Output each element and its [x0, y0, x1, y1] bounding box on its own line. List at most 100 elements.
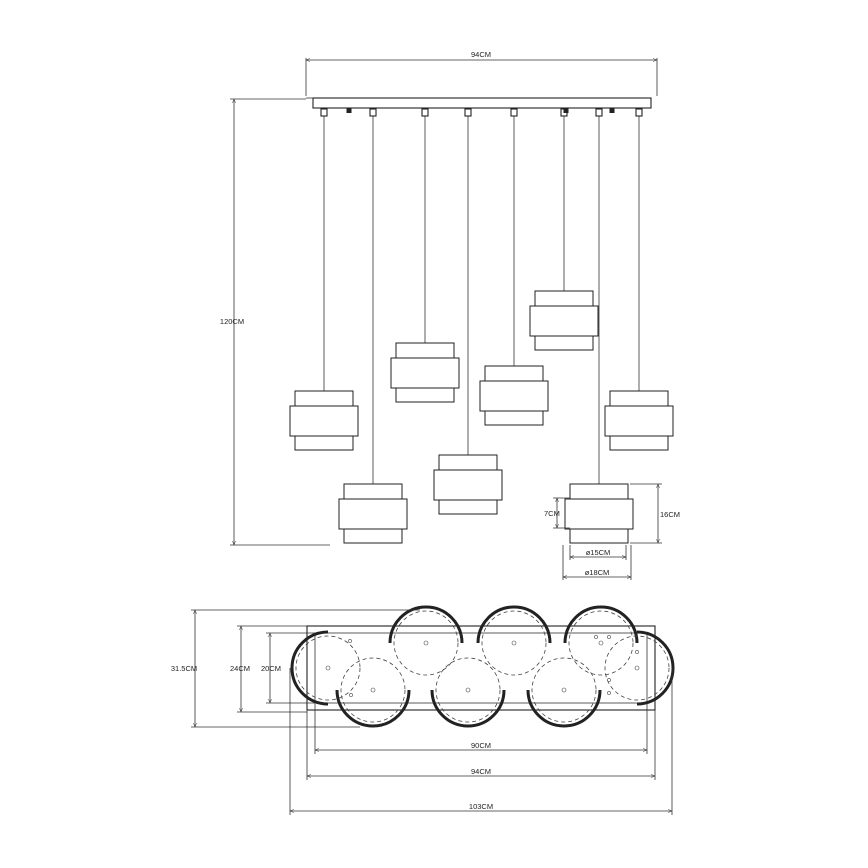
plan-canopy-inner: [314, 632, 648, 704]
shade-outline: [393, 610, 459, 676]
outer-diameter-label: ø18CM: [585, 568, 610, 577]
cable-point: [561, 687, 567, 693]
shade-outer-ring: [388, 605, 464, 644]
cable-point: [598, 640, 604, 646]
shade-bottom-band: [609, 435, 669, 451]
cable-clamp: [635, 108, 643, 117]
shade-top-band: [438, 454, 498, 471]
pendant-lamp: [604, 108, 674, 451]
plan-depth-total-label: 31.5CM: [171, 664, 197, 673]
pendant-lamp: [433, 108, 503, 515]
shade-outer-ring: [563, 605, 639, 644]
canopy-width-label: 94CM: [471, 50, 491, 59]
shade-bottom-band: [343, 528, 403, 544]
shade-outer-ring: [430, 689, 506, 728]
canopy-connector: [563, 108, 569, 113]
shade-bottom-band: [294, 435, 354, 451]
total-height-dimension: 120CM: [220, 98, 330, 546]
total-height-label: 120CM: [220, 317, 244, 326]
shade-top-band: [569, 483, 629, 500]
shade-top-band: [609, 390, 669, 407]
cable-clamp: [510, 108, 518, 117]
shade-outer-ring: [636, 630, 675, 706]
plan-shade: [388, 605, 464, 676]
canopy-connector: [609, 108, 615, 113]
cable-point: [370, 687, 376, 693]
plan-shade: [476, 605, 552, 676]
shade-middle-band: [338, 498, 408, 530]
plan-depth-inner-label: 20CM: [261, 664, 281, 673]
cable-clamp: [464, 108, 472, 117]
plan-shade: [526, 657, 602, 728]
pendant-lamp: [289, 108, 359, 451]
plan-view: 31.5CM 24CM 20CM 90CM 94CM 103CM: [171, 605, 675, 815]
plan-depth-dimensions: 31.5CM 24CM 20CM: [171, 609, 420, 728]
shade-top-band: [343, 483, 403, 500]
cable-point: [325, 665, 331, 671]
shade-bottom-band: [438, 499, 498, 515]
shade-middle-band: [564, 498, 634, 530]
shade-top-band: [294, 390, 354, 407]
cable-clamp: [595, 108, 603, 117]
shade-height-label: 16CM: [660, 510, 680, 519]
cable-point: [465, 687, 471, 693]
cable-point: [423, 640, 429, 646]
shade-top-band: [534, 290, 594, 307]
shade-outline: [435, 657, 501, 723]
plan-width-total-label: 103CM: [469, 802, 493, 811]
plan-width-inner-label: 90CM: [471, 741, 491, 750]
shade-outline: [604, 635, 670, 701]
plan-shade: [430, 657, 506, 728]
fixing-point: [607, 678, 611, 682]
plan-shades: [290, 605, 675, 728]
plan-shade: [335, 657, 411, 728]
fixing-point: [607, 635, 611, 639]
plan-shade: [290, 630, 361, 706]
pendant-lamp: [529, 108, 599, 351]
plan-depth-mid-label: 24CM: [230, 664, 250, 673]
plan-canopy-outer: [306, 625, 656, 711]
plan-shade: [563, 605, 639, 676]
pendant-lamp: [390, 108, 460, 403]
pendant-lamps: [289, 108, 674, 544]
shade-top-band: [395, 342, 455, 359]
shade-outer-ring: [476, 605, 552, 644]
elevation-view: 94CM 120CM 16CM 7CM: [220, 50, 680, 580]
cable-clamp: [369, 108, 377, 117]
shade-bottom-band: [569, 528, 629, 544]
shade-middle-band: [604, 405, 674, 437]
cable-point: [634, 665, 640, 671]
shade-middle-band: [390, 357, 460, 389]
shade-middle-band: [433, 469, 503, 501]
shade-outer-ring: [526, 689, 602, 728]
inner-diameter-label: ø15CM: [586, 548, 611, 557]
fixing-point: [348, 639, 352, 643]
fixing-point: [349, 693, 353, 697]
cable-point: [511, 640, 517, 646]
shade-middle-band: [289, 405, 359, 437]
shade-outline: [340, 657, 406, 723]
shade-band-label: 7CM: [544, 509, 560, 518]
shade-bottom-band: [534, 335, 594, 351]
fixing-point: [635, 650, 639, 654]
canopy-connector: [346, 108, 352, 113]
shade-bottom-band: [484, 410, 544, 426]
shade-outer-ring: [290, 630, 329, 706]
shade-middle-band: [479, 380, 549, 412]
plan-width-canopy-label: 94CM: [471, 767, 491, 776]
pendant-lamp: [564, 108, 634, 544]
fixing-point: [594, 635, 598, 639]
shade-dimensions: 16CM 7CM ø15CM ø18CM: [544, 483, 680, 580]
cable-clamp: [320, 108, 328, 117]
shade-bottom-band: [395, 387, 455, 403]
plan-shade: [604, 630, 675, 706]
ceiling-canopy: [306, 97, 652, 109]
shade-top-band: [484, 365, 544, 382]
cable-clamp: [421, 108, 429, 117]
shade-outline: [568, 610, 634, 676]
shade-outline: [481, 610, 547, 676]
shade-middle-band: [529, 305, 599, 337]
shade-outline: [295, 635, 361, 701]
shade-outer-ring: [335, 689, 411, 728]
canopy-width-dimension: 94CM: [305, 50, 658, 96]
